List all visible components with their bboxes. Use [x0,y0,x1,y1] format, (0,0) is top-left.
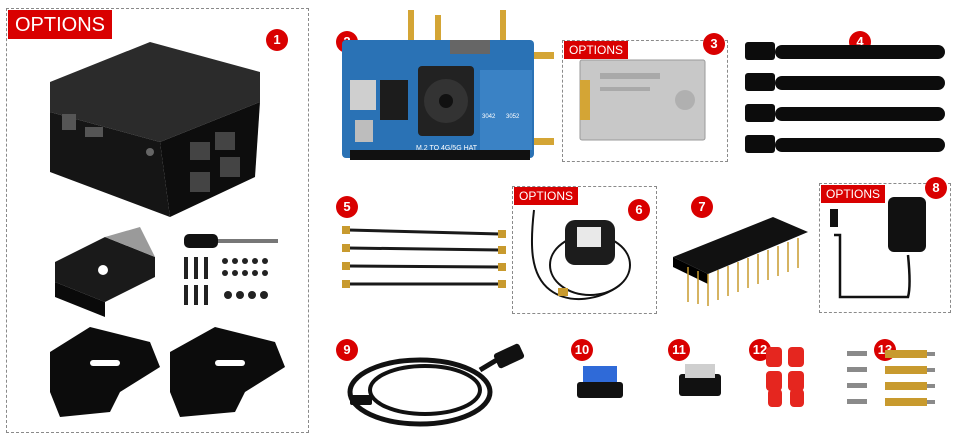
antenna-dust-caps-image [766,347,804,407]
screws-set-image [184,257,268,305]
options-tag-modem: OPTIONS [564,41,629,59]
gps-antenna-panel [512,186,657,314]
mounting-brackets-image [50,327,285,417]
hat-antenna-label-3052: 3052 [506,114,520,120]
din-rail-mount-image [55,227,155,317]
m2-modem-module-image [579,59,706,141]
brass-standoffs-image [847,350,935,406]
m2-to-4g5g-hat-board-image: M.2 TO 4G/5G HAT 3042 3052 [342,10,554,160]
usb-adapter-down-image [679,364,721,396]
gps-antenna-image [530,209,631,301]
options-tag-power: OPTIONS [821,185,886,203]
item-number-1: 1 [266,29,288,51]
usb-adapter-up-image [577,366,623,398]
item-number-11: 11 [668,339,690,361]
case-kit-panel [6,8,309,433]
lte-antennas-image [745,42,945,153]
metal-case-image [50,42,260,217]
item-number-3: 3 [703,33,725,55]
hat-antenna-label-3042: 3042 [482,114,496,120]
item-number-9: 9 [336,339,358,361]
modem-module-panel [562,40,728,162]
item-number-8: 8 [925,177,947,199]
usb-cable-image [347,343,525,427]
power-adapter-panel [819,183,951,313]
ipex-cables-image [342,226,506,288]
hat-board-label: M.2 TO 4G/5G HAT [416,145,478,152]
item-number-6: 6 [628,199,650,221]
options-tag-case: OPTIONS [8,10,113,39]
power-adapter-image [830,197,926,299]
item-number-5: 5 [336,196,358,218]
options-tag-gps: OPTIONS [514,187,579,205]
item-number-10: 10 [571,339,593,361]
gpio-stacking-header-image [673,217,808,306]
item-number-12: 12 [749,339,771,361]
item-number-7: 7 [691,196,713,218]
screwdriver-image [184,234,278,248]
